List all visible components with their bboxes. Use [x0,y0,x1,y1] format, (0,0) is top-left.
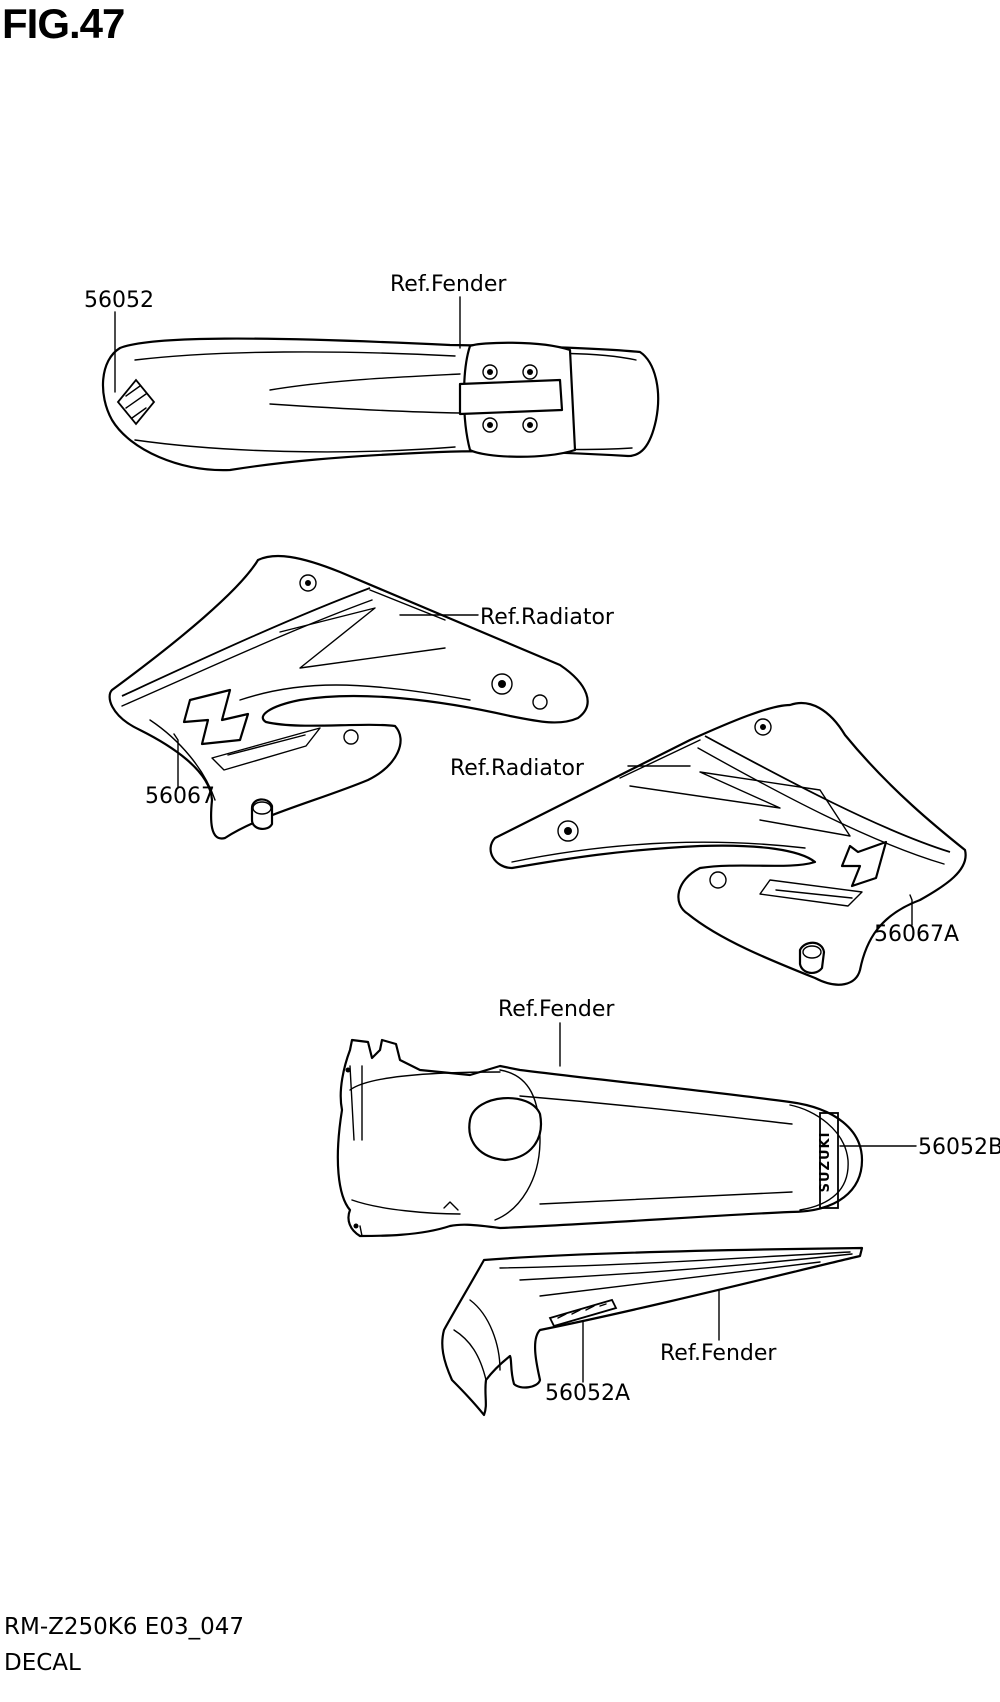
left-radiator-shroud[interactable] [108,554,589,840]
side-fender-piece[interactable] [441,1246,864,1417]
figure-title: FIG.47 [2,0,125,47]
callout-left-radiator-ref[interactable]: Ref.Radiator [480,605,615,630]
front-fender[interactable] [101,337,660,472]
fender-bolts [482,364,538,433]
callout-56067A[interactable]: 56067A [874,922,959,947]
callout-56052[interactable]: 56052 [84,288,154,313]
suzuki-logo-text: SUZUKI [818,1132,833,1193]
side-rm-decal[interactable] [548,1298,618,1328]
rear-fender[interactable]: SUZUKI [336,1038,864,1238]
leader-56067A [909,894,913,926]
callout-rear-fender-ref[interactable]: Ref.Fender [498,997,615,1022]
leader-56067 [173,733,179,789]
rear-suzuki-decal[interactable]: SUZUKI [818,1112,839,1209]
footer-model-code: RM-Z250K6 E03_047 [4,1614,245,1640]
right-radiator-shroud[interactable] [489,701,967,986]
callout-56052B[interactable]: 56052B [918,1135,1000,1160]
callout-56067[interactable]: 56067 [145,784,215,809]
front-suzuki-decal[interactable] [116,378,156,426]
callout-front-fender-ref[interactable]: Ref.Fender [390,272,507,297]
callout-right-radiator-ref[interactable]: Ref.Radiator [450,756,585,781]
callout-side-fender-ref[interactable]: Ref.Fender [660,1341,777,1366]
footer-section-name: DECAL [4,1650,81,1676]
callout-56052A[interactable]: 56052A [545,1381,630,1406]
